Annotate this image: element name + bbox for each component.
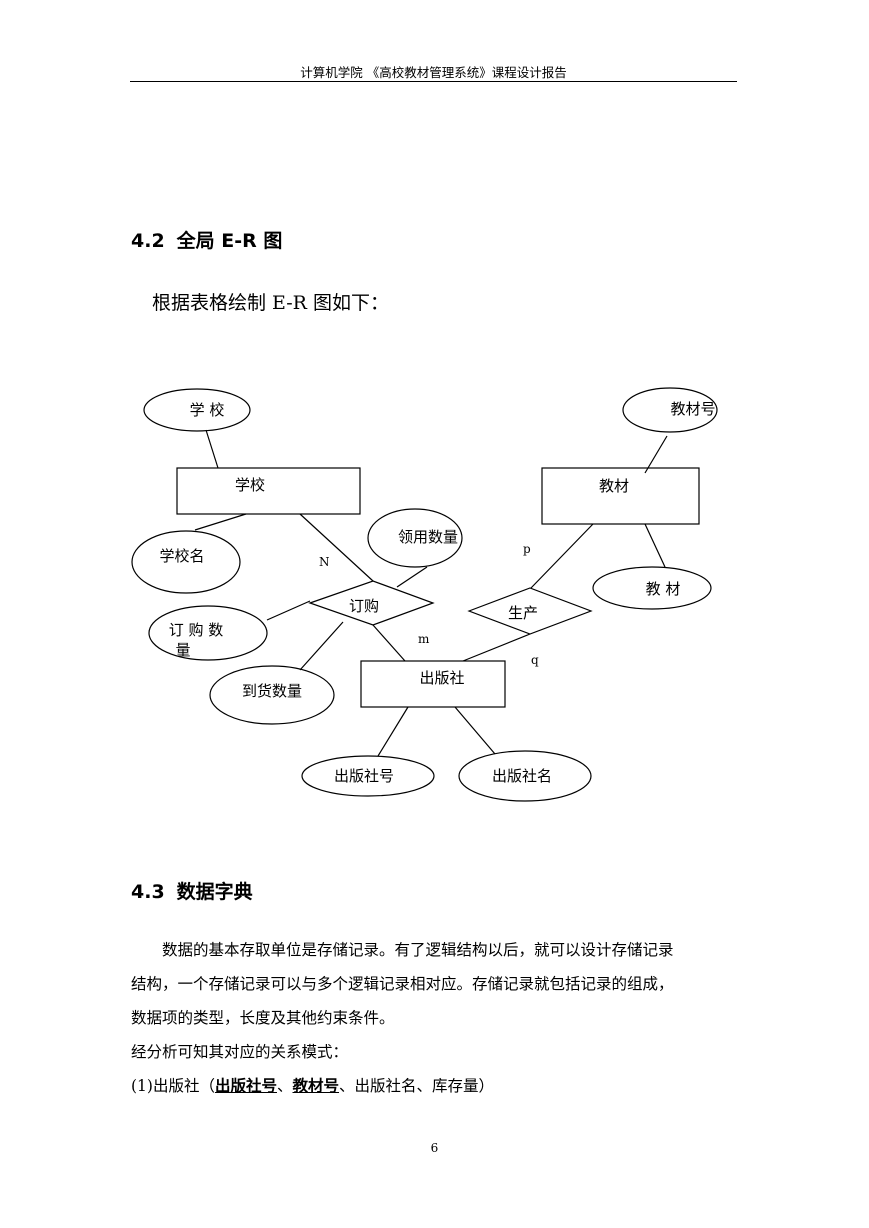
attr-school-label: 学 校 [190, 401, 225, 419]
relation-produce-label: 生产 [508, 604, 538, 622]
edge-produce-publisher [462, 633, 531, 662]
attr-order-qty-label-overflow: 量 [175, 641, 190, 659]
attr-school-name-label: 学校名 [159, 547, 204, 565]
attr-textbook-no-ellipse [622, 387, 718, 433]
relation-order-label: 订购 [349, 597, 379, 615]
attr-receive-qty-ellipse [367, 508, 463, 568]
schema-key-textbook-no: 教材号 [292, 1076, 340, 1095]
cardinality-p: p [523, 542, 531, 556]
section-heading-4-3: 4.3 数据字典 [131, 877, 253, 904]
section-number: 4.3 [131, 881, 165, 903]
cardinality-n: N [319, 555, 330, 569]
edge-school-name [194, 513, 247, 531]
relation-produce-diamond [467, 587, 593, 635]
edge-textbook-attr [644, 523, 666, 568]
attr-order-qty-ellipse [148, 605, 268, 661]
edge-textbook-no [644, 435, 668, 474]
schema-rest: 、出版社名、库存量） [339, 1077, 495, 1095]
edge-order-receive [396, 566, 428, 588]
section-title: 全局 E-R 图 [176, 230, 283, 252]
entity-school-label: 学校 [235, 476, 265, 494]
entity-textbook-label: 教材 [599, 477, 629, 495]
attr-publisher-name-label: 出版社名 [492, 767, 552, 785]
schema-prefix: (1)出版社（ [131, 1077, 215, 1095]
page-header: 计算机学院 《高校教材管理系统》课程设计报告 [300, 65, 567, 80]
body-paragraph: 数据的基本存取单位是存储记录。有了逻辑结构以后，就可以设计存储记录 结构，一个存… [131, 933, 741, 1103]
er-diagram: 学校 教材 出版社 订购 生产 学 校 学校名 订 购 数 量 到货数量 领用数… [131, 387, 718, 802]
entity-publisher-box [360, 660, 506, 708]
section-title: 数据字典 [176, 881, 253, 903]
edge-school-order [299, 513, 374, 582]
entity-textbook-box [541, 467, 700, 525]
edge-school-attr [205, 429, 219, 469]
body-line: 数据项的类型，长度及其他约束条件。 [131, 1009, 395, 1027]
attr-receive-qty-label: 领用数量 [398, 528, 458, 546]
attr-school-name-ellipse [131, 530, 241, 594]
schema-line: (1)出版社（出版社号、教材号、出版社名、库存量） [131, 1069, 741, 1103]
attr-publisher-name-ellipse [458, 750, 592, 802]
edge-publisher-no [377, 706, 409, 757]
attr-textbook-label: 教 材 [646, 580, 681, 598]
attr-publisher-no-label: 出版社号 [334, 767, 394, 785]
section-heading-4-2: 4.2 全局 E-R 图 [131, 226, 282, 253]
body-line: 数据的基本存取单位是存储记录。有了逻辑结构以后，就可以设计存储记录 [162, 941, 674, 959]
body-line: 经分析可知其对应的关系模式： [131, 1043, 349, 1061]
attr-textbook-no-label: 教材号 [670, 400, 715, 418]
schema-separator: 、 [276, 1077, 293, 1095]
intro-text: 根据表格绘制 E-R 图如下： [152, 292, 390, 314]
edge-publisher-name [454, 706, 496, 755]
edge-order-arrival [299, 621, 344, 671]
body-line: 结构，一个存储记录可以与多个逻辑记录相对应。存储记录就包括记录的组成， [131, 975, 674, 993]
attr-arrival-qty-ellipse [209, 665, 335, 725]
relation-order-diamond [308, 580, 435, 626]
page-number: 6 [430, 1141, 439, 1155]
edge-order-publisher [372, 624, 406, 662]
schema-key-publisher-no: 出版社号 [214, 1076, 277, 1095]
entity-publisher-label: 出版社 [419, 669, 464, 687]
edge-order-orderqty [266, 600, 311, 621]
attr-order-qty-label: 订 购 数 [169, 621, 224, 639]
section-number: 4.2 [131, 230, 165, 252]
attr-arrival-qty-label: 到货数量 [242, 682, 302, 700]
cardinality-q: q [531, 653, 539, 667]
cardinality-m: m [418, 632, 430, 646]
attr-textbook-ellipse [592, 566, 712, 610]
attr-publisher-no-ellipse [301, 755, 435, 797]
entity-school-box [176, 467, 361, 515]
header-rule [130, 81, 737, 82]
edge-textbook-produce [530, 523, 594, 589]
attr-school-ellipse [143, 388, 251, 432]
